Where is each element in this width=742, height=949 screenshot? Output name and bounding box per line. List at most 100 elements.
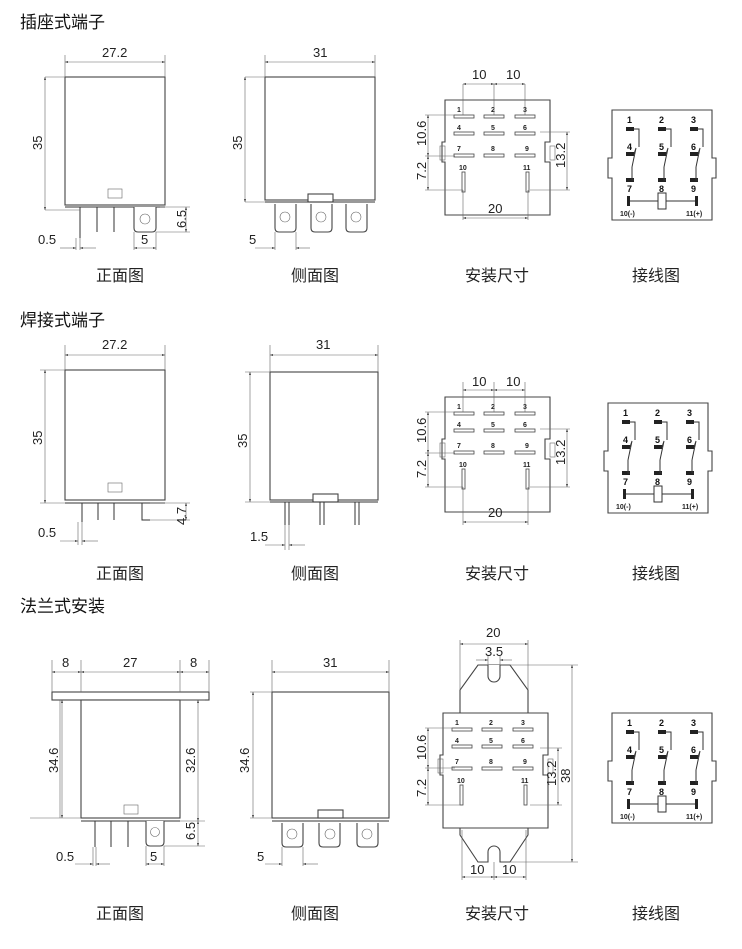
pin-label: 8 <box>655 477 660 487</box>
pin-label: 11 <box>523 165 531 172</box>
pin-label: 9 <box>525 146 529 153</box>
dimension-label: 10.6 <box>414 418 429 443</box>
dimension-label: 10 <box>472 67 486 82</box>
pin-label: 10 <box>457 778 465 785</box>
pin-label: 7 <box>627 184 632 194</box>
pin-label: 4 <box>627 745 632 755</box>
dimension-label: 31 <box>316 337 330 352</box>
pin-label: 5 <box>659 745 664 755</box>
dimension-label: 20 <box>488 505 502 520</box>
dimension-label: 0.5 <box>38 232 56 247</box>
pin-label: 10 <box>459 165 467 172</box>
pin-label: 4 <box>457 422 461 429</box>
dimension-label: 35 <box>30 431 45 445</box>
dimension-label: 1.5 <box>250 529 268 544</box>
pin-label: 6 <box>523 125 527 132</box>
dimension-label: 8 <box>190 655 197 670</box>
dimension-label: 5 <box>141 232 148 247</box>
pin-label: 3 <box>691 718 696 728</box>
dimension-label: 10 <box>472 374 486 389</box>
dimension-label: 38 <box>558 769 573 783</box>
caption-mount: 安装尺寸 <box>465 904 529 923</box>
dimension-label: 0.5 <box>56 849 74 864</box>
section-flange-mount: 法兰式安装 8 27 8 34.6 32.6 6.5 0.5 5 31 <box>20 597 717 923</box>
dimension-label: 10 <box>502 862 516 877</box>
dimension-label: 31 <box>313 45 327 60</box>
dimension-label: 27.2 <box>102 45 127 60</box>
front-view: 8 27 8 34.6 32.6 6.5 0.5 5 <box>30 655 210 866</box>
section-title: 焊接式端子 <box>20 311 105 331</box>
pin-label: 3 <box>521 720 525 727</box>
pin-label: 2 <box>659 115 664 125</box>
caption-mount: 安装尺寸 <box>465 564 529 583</box>
pin-label: 4 <box>627 142 632 152</box>
dimension-label: 6.5 <box>174 210 189 228</box>
section-solder-terminal: 焊接式端子 27.2 35 4.7 0.5 31 35 1.5 1 <box>20 311 713 583</box>
pin-label: 7 <box>457 146 461 153</box>
dimension-label: 0.5 <box>38 525 56 540</box>
pin-label: 1 <box>623 408 628 418</box>
side-view: 31 35 1.5 <box>235 337 379 550</box>
dimension-label: 10.6 <box>414 121 429 146</box>
pin-label: 11 <box>523 462 531 469</box>
dimension-label: 7.2 <box>414 460 429 478</box>
pin-label: 9 <box>687 477 692 487</box>
caption-front: 正面图 <box>96 904 144 923</box>
pin-label: 6 <box>687 435 692 445</box>
pin-label: 1 <box>627 718 632 728</box>
pin-label: 6 <box>691 745 696 755</box>
pin-label: 5 <box>491 422 495 429</box>
dimension-label: 20 <box>486 625 500 640</box>
pin-label: 9 <box>525 443 529 450</box>
pin-label: 2 <box>489 720 493 727</box>
dimension-label: 20 <box>488 201 502 216</box>
dimension-label: 27.2 <box>102 337 127 352</box>
dimension-label: 6.5 <box>183 822 198 840</box>
pin-label: 4 <box>455 738 459 745</box>
caption-mount: 安装尺寸 <box>465 266 529 285</box>
caption-front: 正面图 <box>96 266 144 285</box>
front-view: 27.2 35 4.7 0.5 <box>30 337 190 545</box>
section-socket-terminal: 插座式端子 27.2 35 6.5 0.5 5 31 35 5 <box>20 13 717 285</box>
dimension-label: 3.5 <box>485 644 503 659</box>
dimension-label: 10.6 <box>414 735 429 760</box>
coil-minus-label: 10(-) <box>620 211 635 218</box>
pin-label: 11 <box>521 778 529 785</box>
pin-label: 7 <box>457 443 461 450</box>
dimension-label: 10 <box>470 862 484 877</box>
dimension-label: 31 <box>323 655 337 670</box>
dimension-label: 32.6 <box>183 748 198 773</box>
dimension-label: 35 <box>30 136 45 150</box>
dimension-label: 8 <box>62 655 69 670</box>
coil-plus-label: 11(+) <box>682 504 698 511</box>
pin-label: 7 <box>455 759 459 766</box>
pin-label: 8 <box>659 787 664 797</box>
caption-side: 侧面图 <box>291 266 339 285</box>
pin-label: 9 <box>691 184 696 194</box>
pin-label: 5 <box>655 435 660 445</box>
dimension-label: 34.6 <box>46 748 61 773</box>
pin-label: 1 <box>457 404 461 411</box>
pin-label: 7 <box>623 477 628 487</box>
pin-label: 5 <box>659 142 664 152</box>
caption-wiring: 接线图 <box>632 904 680 923</box>
pin-label: 4 <box>623 435 628 445</box>
pin-label: 6 <box>521 738 525 745</box>
dimension-label: 13.2 <box>553 143 568 168</box>
pin-label: 10 <box>459 462 467 469</box>
pin-label: 2 <box>659 718 664 728</box>
caption-front: 正面图 <box>96 564 144 583</box>
pin-label: 3 <box>691 115 696 125</box>
pin-label: 7 <box>627 787 632 797</box>
